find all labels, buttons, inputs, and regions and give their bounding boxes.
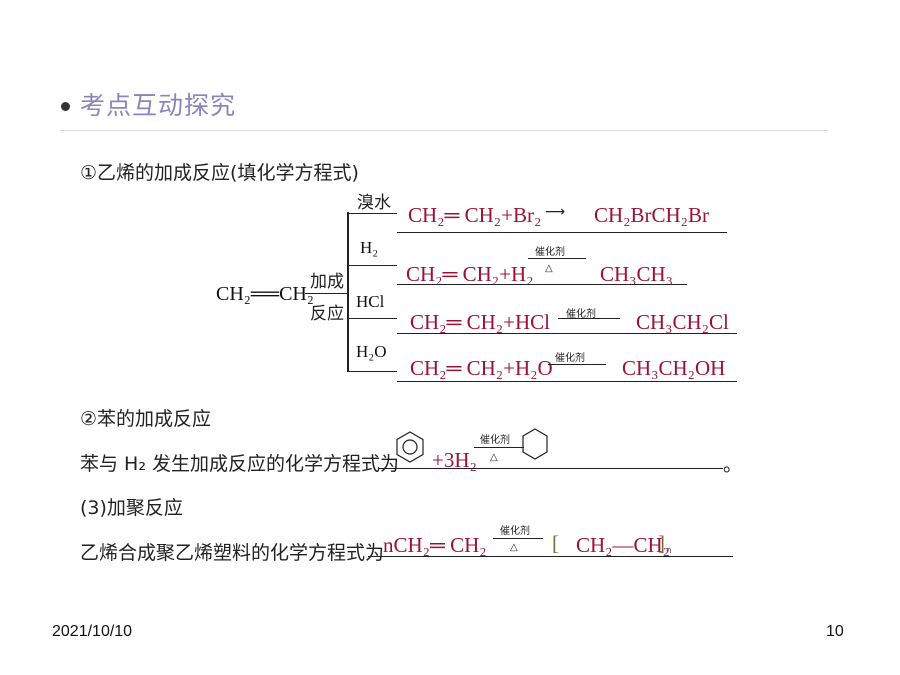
eq3-answer-line	[397, 333, 737, 334]
polymer-heat: △	[510, 542, 518, 553]
branch-stem	[305, 293, 347, 294]
eq4-arrow	[548, 364, 606, 365]
eq2-product: CH₃CH₃	[600, 262, 673, 286]
eq1-answer-line	[397, 232, 727, 233]
eq1-arrow: ⟶	[545, 204, 566, 220]
benzene-arrow	[474, 447, 524, 448]
eq4-answer-line	[397, 381, 737, 382]
branch-arm-2	[347, 265, 397, 266]
polymer-product: CH₂—CH₂	[576, 533, 670, 557]
cyclohexane-icon	[522, 428, 548, 460]
page-number: 10	[826, 623, 844, 640]
footer-date: 2021/10/10	[52, 623, 133, 640]
polymer-catalyst: 催化剂	[500, 526, 530, 537]
eq4-catalyst: 催化剂	[555, 353, 585, 364]
reagent-bromine-water: 溴水	[357, 193, 391, 213]
benzene-icon	[396, 431, 424, 463]
benzene-heat: △	[490, 452, 498, 463]
section2-sentence: 苯与 H₂ 发生加成反应的化学方程式为	[80, 453, 399, 475]
slide-title: 考点互动探究	[80, 91, 237, 120]
eq3-arrow	[558, 318, 620, 319]
eq2-catalyst: 催化剂	[535, 247, 565, 258]
section3-sentence: 乙烯合成聚乙烯塑料的化学方程式为	[80, 542, 385, 564]
polymer-answer-line	[368, 556, 733, 557]
title-divider	[60, 130, 828, 131]
benzene-catalyst: 催化剂	[480, 435, 510, 446]
eq2-heat: △	[545, 263, 553, 274]
section1-heading: ①乙烯的加成反应(填化学方程式)	[80, 162, 359, 184]
polymer-n: n	[666, 546, 672, 556]
eq3-catalyst: 催化剂	[566, 309, 596, 320]
eq3-reactants: CH₂═ CH₂+HCl	[410, 310, 550, 334]
reagent-h2: H₂	[360, 238, 379, 257]
eq3-product: CH₃CH₂Cl	[636, 310, 729, 334]
addition-label-2: 反应	[310, 304, 344, 324]
reagent-h2o: H₂O	[356, 342, 387, 361]
title-bullet	[61, 102, 70, 111]
branch-vertical	[347, 212, 349, 372]
polymer-close-bracket: ]	[658, 531, 665, 555]
polymer-reactant: nCH₂═ CH₂	[383, 533, 487, 557]
section2-heading: ②苯的加成反应	[80, 408, 212, 430]
eq4-reactants: CH₂═ CH₂+H₂O	[410, 356, 553, 380]
section3-heading: (3)加聚反应	[80, 497, 183, 519]
eq1-reactants: CH₂═ CH₂+Br₂	[408, 203, 542, 227]
benzene-h2: +3H₂	[432, 448, 477, 472]
eq2-reactants: CH₂═ CH₂+H₂	[406, 262, 534, 286]
addition-label-1: 加成	[310, 272, 344, 292]
period-mark: 。	[723, 454, 743, 476]
benzene-answer-line	[378, 468, 723, 469]
polymer-arrow	[493, 538, 543, 539]
reagent-hcl: HCl	[356, 292, 385, 311]
eq2-arrow	[528, 258, 586, 259]
polymer-open-bracket: [	[552, 531, 559, 555]
eq1-product: CH₂BrCH₂Br	[594, 203, 709, 227]
branch-arm-4	[347, 371, 397, 372]
eq2-answer-line	[397, 284, 687, 285]
ethylene-reactant: CH₂══CH₂	[216, 283, 314, 305]
branch-arm-3	[347, 318, 397, 319]
branch-arm-1	[347, 213, 397, 214]
eq4-product: CH₃CH₂OH	[622, 356, 726, 380]
